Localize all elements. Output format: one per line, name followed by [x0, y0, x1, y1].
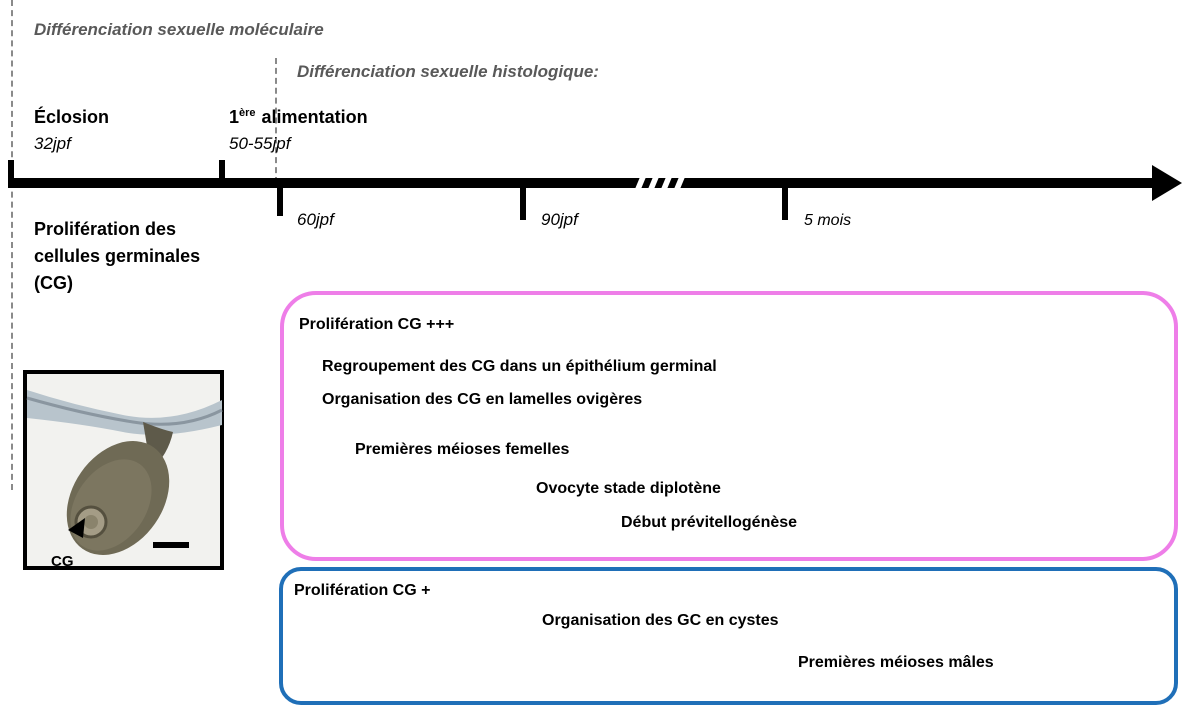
- female-line-lamelles: Organisation des CG en lamelles ovigères: [322, 391, 643, 408]
- germ-cell-proliferation-line-1: Prolifération des: [34, 219, 177, 239]
- timeline-break-mark: [635, 177, 685, 189]
- histological-diff-guide-line: [275, 58, 277, 183]
- molecular-diff-guide-line: [11, 0, 13, 490]
- tick-hatching: [219, 160, 225, 185]
- female-line-ovocyte: Ovocyte stade diplotène: [536, 480, 721, 497]
- male-line-meioses: Premières méioses mâles: [798, 654, 994, 671]
- tick-60jpf: [277, 184, 283, 216]
- female-line-previtello: Début prévitellogénèse: [621, 514, 798, 531]
- female-line-meioses: Premières méioses femelles: [355, 441, 570, 458]
- tick-hatching-start: [8, 160, 14, 185]
- germ-cell-proliferation-line-3: (CG): [34, 273, 73, 293]
- histological-diff-title: Différenciation sexuelle histologique:: [297, 62, 599, 81]
- germ-cell-proliferation-label: Prolifération des cellules germinales (C…: [34, 216, 200, 297]
- timeline-arrow: [8, 165, 1182, 201]
- germ-cell-proliferation-line-2: cellules germinales: [34, 246, 201, 266]
- female-line-regroupement: Regroupement des CG dans un épithélium g…: [322, 358, 717, 375]
- tick-label-60jpf: 60jpf: [297, 210, 334, 229]
- tick-5-mois: [782, 184, 788, 220]
- hatching-label: Éclosion: [34, 107, 110, 127]
- first-feeding-word: alimentation: [261, 107, 368, 127]
- hatching-time: 32jpf: [34, 134, 71, 153]
- first-feeding-ordinal: ère: [239, 107, 256, 119]
- female-differentiation-box: [280, 291, 1178, 561]
- tick-label-90jpf: 90jpf: [541, 210, 578, 229]
- male-line-proliferation: Prolifération CG +: [294, 582, 431, 599]
- molecular-diff-title: Différenciation sexuelle moléculaire: [34, 20, 324, 39]
- male-line-cystes: Organisation des GC en cystes: [542, 612, 779, 629]
- first-feeding-time: 50-55jpf: [229, 134, 291, 153]
- germ-cell-micrograph: [23, 370, 224, 570]
- tick-label-5-mois: 5 mois: [804, 212, 852, 229]
- tick-90jpf: [520, 184, 526, 220]
- female-line-proliferation: Prolifération CG +++: [299, 316, 455, 333]
- micrograph-cg-label: CG: [51, 553, 74, 570]
